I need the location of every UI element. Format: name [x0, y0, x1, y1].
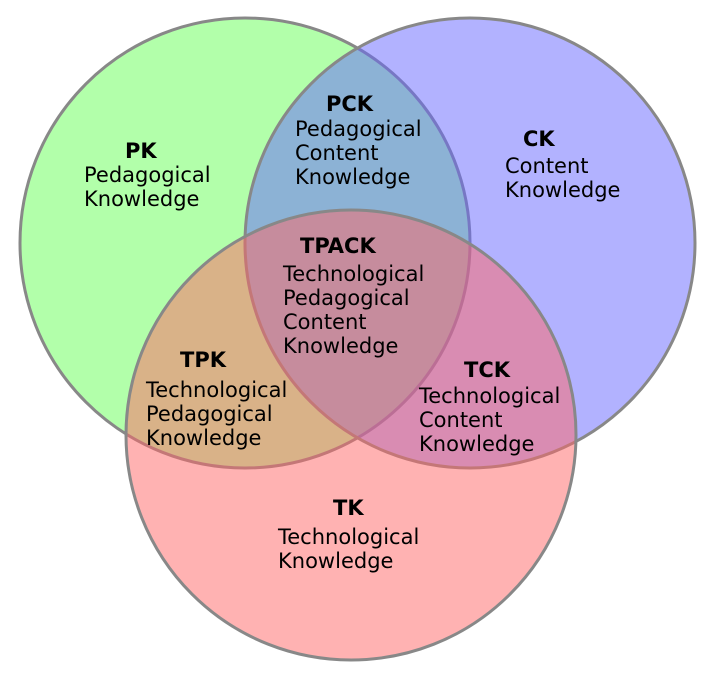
pck-line-1: Pedagogical	[295, 117, 422, 141]
tpk-line-3: Knowledge	[146, 426, 261, 450]
tpack-line-2: Pedagogical	[283, 286, 410, 310]
tpk-line-2: Pedagogical	[146, 402, 273, 426]
tpk-line-1: Technological	[145, 378, 287, 402]
tpack-line-3: Content	[283, 310, 367, 334]
tpack-line-4: Knowledge	[283, 334, 398, 358]
tk-label-group: TK Technological Knowledge	[277, 496, 419, 573]
tk-line-2: Knowledge	[278, 549, 393, 573]
ck-abbr: CK	[523, 127, 555, 151]
tpk-label-group: TPK Technological Pedagogical Knowledge	[145, 348, 287, 450]
ck-line-1: Content	[505, 154, 589, 178]
pk-line-2: Knowledge	[84, 187, 199, 211]
tpk-abbr: TPK	[180, 348, 227, 372]
pck-line-3: Knowledge	[295, 165, 410, 189]
tpack-line-1: Technological	[282, 262, 424, 286]
tpack-label-group: TPACK Technological Pedagogical Content …	[282, 234, 424, 358]
pk-line-1: Pedagogical	[84, 163, 211, 187]
pk-label-group: PK Pedagogical Knowledge	[84, 139, 211, 211]
pck-abbr: PCK	[326, 92, 374, 116]
tck-abbr: TCK	[464, 358, 511, 382]
tk-circle	[124, 208, 578, 662]
tk-abbr: TK	[333, 496, 364, 520]
tk-line-1: Technological	[277, 525, 419, 549]
ck-label-group: CK Content Knowledge	[505, 127, 620, 202]
tck-line-1: Technological	[418, 384, 560, 408]
tck-label-group: TCK Technological Content Knowledge	[418, 358, 560, 456]
tck-line-3: Knowledge	[419, 432, 534, 456]
pk-abbr: PK	[125, 139, 157, 163]
pck-label-group: PCK Pedagogical Content Knowledge	[295, 92, 422, 189]
tpack-abbr: TPACK	[300, 234, 376, 258]
tck-line-2: Content	[419, 408, 503, 432]
pck-line-2: Content	[295, 141, 379, 165]
ck-line-2: Knowledge	[505, 178, 620, 202]
